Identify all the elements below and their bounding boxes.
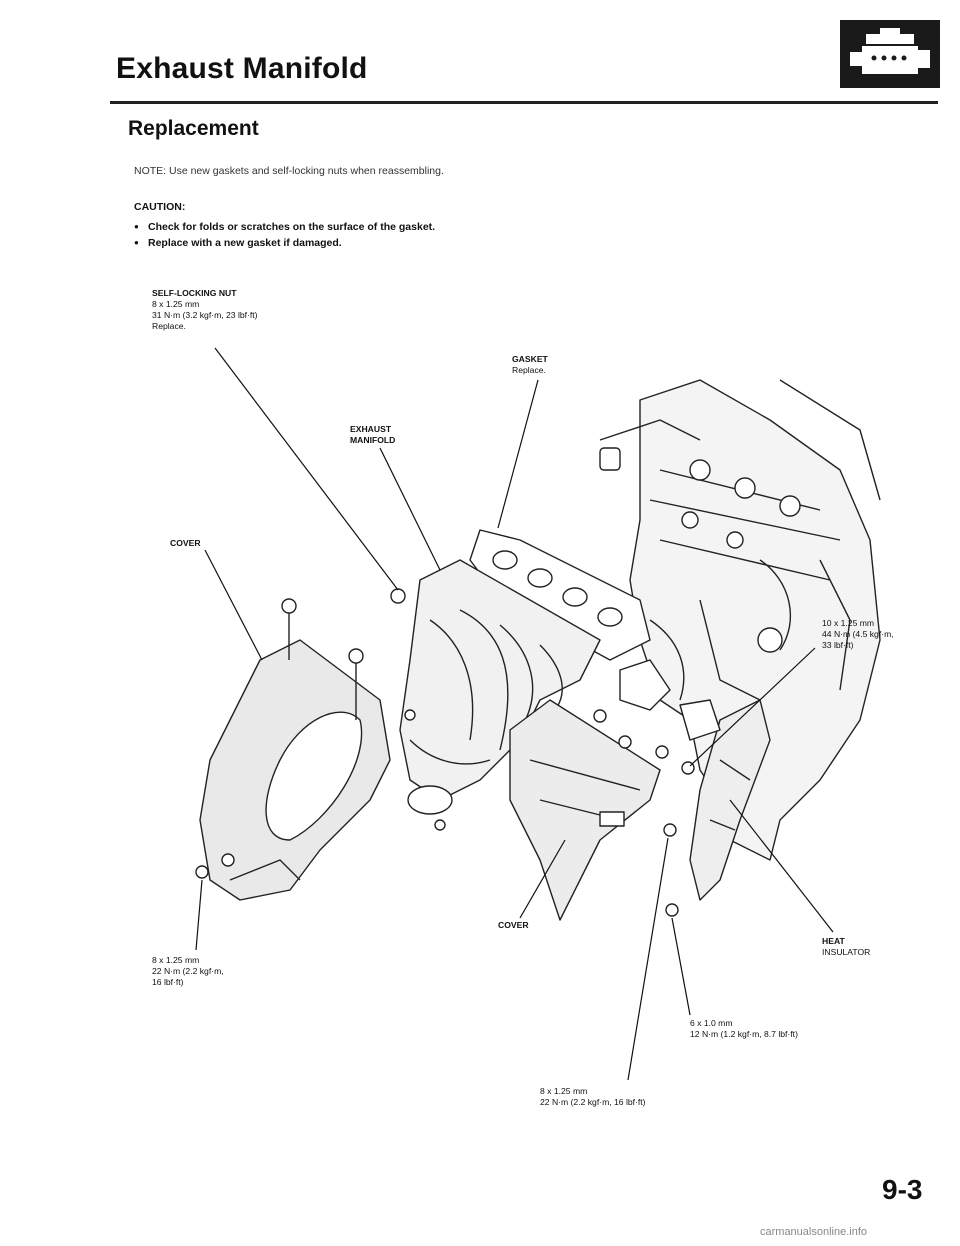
- bracket-illustration: [679, 699, 721, 741]
- part-torque: 44 N·m (4.5 kgf·m,: [822, 629, 894, 639]
- lower-cover-illustration: [509, 699, 661, 921]
- exhaust-manifold-illustration: [399, 559, 601, 831]
- bolt-illustration: [195, 588, 695, 917]
- part-size: 6 x 1.0 mm: [690, 1018, 733, 1028]
- label-self-locking-nut: SELF-LOCKING NUT 8 x 1.25 mm 31 N·m (3.2…: [152, 288, 258, 332]
- engine-icon: [840, 20, 940, 88]
- part-note: Replace.: [152, 321, 186, 331]
- part-torque: 22 N·m (2.2 kgf·m, 16 lbf·ft): [540, 1097, 646, 1107]
- part-torque: 33 lbf·ft): [822, 640, 854, 650]
- part-size: 8 x 1.25 mm: [152, 299, 200, 309]
- page-title: Exhaust Manifold: [116, 52, 368, 85]
- part-name: GASKET: [512, 354, 548, 364]
- part-name: SELF-LOCKING NUT: [152, 288, 237, 298]
- caution-list: Check for folds or scratches on the surf…: [134, 219, 435, 251]
- label-gasket: GASKET Replace.: [512, 354, 548, 376]
- label-bolt-8mm-bottom: 8 x 1.25 mm 22 N·m (2.2 kgf·m, 16 lbf·ft…: [540, 1086, 646, 1108]
- label-bolt-6mm: 6 x 1.0 mm 12 N·m (1.2 kgf·m, 8.7 lbf·ft…: [690, 1018, 798, 1040]
- bracket-illustration: [619, 659, 671, 711]
- note-text: NOTE: Use new gaskets and self-locking n…: [134, 165, 444, 177]
- label-heat-insulator: HEAT INSULATOR: [822, 936, 870, 958]
- leader-lines: [195, 347, 834, 1081]
- upper-cover-illustration: [199, 639, 391, 901]
- label-bolt-10mm: 10 x 1.25 mm 44 N·m (4.5 kgf·m, 33 lbf·f…: [822, 618, 894, 651]
- part-torque: 12 N·m (1.2 kgf·m, 8.7 lbf·ft): [690, 1029, 798, 1039]
- part-torque: 22 N·m (2.2 kgf·m,: [152, 966, 224, 976]
- label-bolt-8mm-left: 8 x 1.25 mm 22 N·m (2.2 kgf·m, 16 lbf·ft…: [152, 955, 224, 988]
- part-name: COVER: [498, 920, 529, 930]
- header-rule: [110, 101, 938, 104]
- part-name: COVER: [170, 538, 201, 548]
- caution-heading: CAUTION:: [134, 201, 186, 213]
- part-name: HEAT: [822, 936, 845, 946]
- label-cover-bottom: COVER: [498, 920, 529, 931]
- page-number: 9-3: [882, 1174, 923, 1205]
- label-exhaust-manifold: EXHAUST MANIFOLD: [350, 424, 395, 446]
- part-name: MANIFOLD: [350, 435, 396, 445]
- gasket-illustration: [469, 529, 651, 661]
- part-torque: 16 lbf·ft): [152, 977, 184, 987]
- caution-item: Check for folds or scratches on the surf…: [134, 219, 435, 235]
- part-size: 10 x 1.25 mm: [822, 618, 875, 628]
- part-name: EXHAUST: [350, 424, 392, 434]
- part-name: INSULATOR: [822, 947, 871, 957]
- part-size: 8 x 1.25 mm: [152, 955, 200, 965]
- part-torque: 31 N·m (3.2 kgf·m, 23 lbf·ft): [152, 310, 258, 320]
- section-title: Replacement: [128, 117, 259, 140]
- part-size: 8 x 1.25 mm: [540, 1086, 588, 1096]
- footer-watermark: carmanualsonline.info: [760, 1226, 868, 1238]
- part-note: Replace.: [512, 365, 546, 375]
- label-cover-top: COVER: [170, 538, 201, 549]
- caution-item: Replace with a new gasket if damaged.: [134, 235, 435, 251]
